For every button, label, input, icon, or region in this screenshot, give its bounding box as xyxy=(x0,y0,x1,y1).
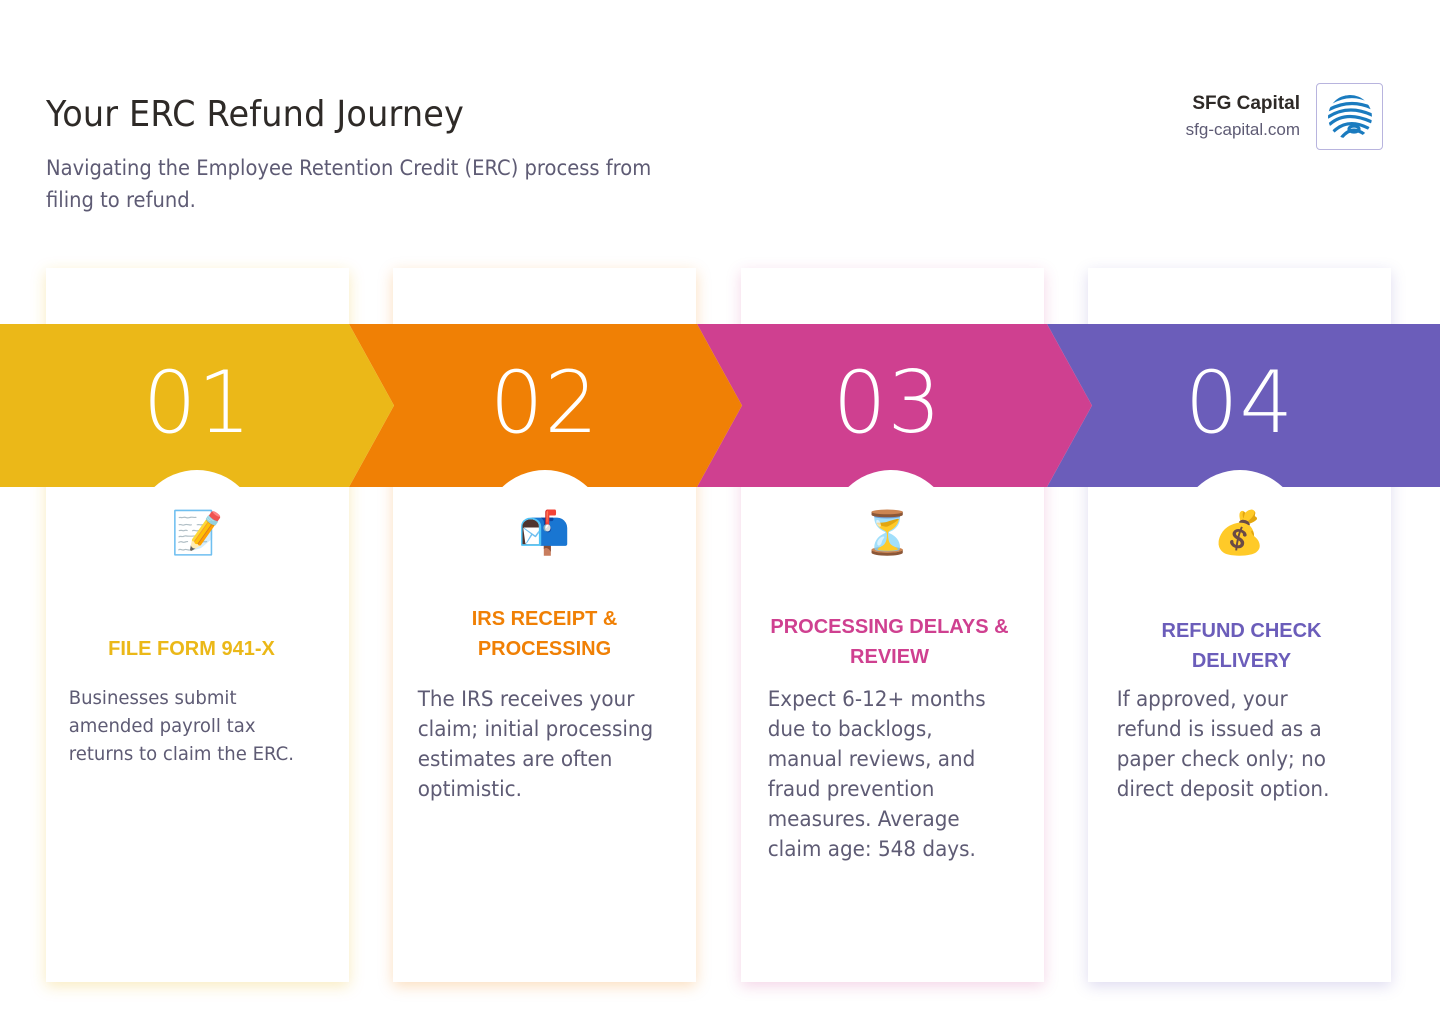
chevron-segment-2 xyxy=(349,324,742,487)
mailbox-icon: 📬 xyxy=(518,508,571,557)
brand-url[interactable]: sfg-capital.com xyxy=(1185,120,1300,139)
step-number-3: 03 xyxy=(832,353,943,453)
page-title: Your ERC Refund Journey xyxy=(46,94,465,135)
step-banner xyxy=(0,324,1440,487)
chevron-segment-3 xyxy=(697,324,1092,487)
chevron-segment-4 xyxy=(1047,324,1440,487)
step-description-3: Expect 6-12+ months due to backlogs, man… xyxy=(767,687,986,861)
step-description-4: If approved, your refund is issued as a … xyxy=(1116,687,1330,801)
step-description-2: The IRS receives your claim; initial pro… xyxy=(417,687,654,801)
brand-name: SFG Capital xyxy=(1192,93,1300,114)
step-number-1: 01 xyxy=(142,353,253,453)
step-title-4: REFUND CHECK DELIVERY xyxy=(1161,620,1322,672)
step-number-4: 04 xyxy=(1184,353,1295,453)
step-title-3: PROCESSING DELAYS & REVIEW xyxy=(770,616,1009,668)
step-title-2: IRS RECEIPT & PROCESSING xyxy=(471,608,618,660)
striped-globe-icon xyxy=(1327,94,1372,139)
step-description-1: Businesses submit amended payroll tax re… xyxy=(68,687,294,765)
brand-block: SFG Capital sfg-capital.com xyxy=(1186,91,1300,143)
brand-logo xyxy=(1316,83,1383,150)
page-subtitle: Navigating the Employee Retention Credit… xyxy=(46,156,652,212)
step-title-1: FILE FORM 941-X xyxy=(108,638,275,660)
hourglass-icon: ⏳ xyxy=(861,508,914,557)
chevron-segment-1 xyxy=(0,324,394,487)
money-bag-icon: 💰 xyxy=(1213,508,1266,557)
memo-pencil-icon: 📝 xyxy=(171,508,224,557)
step-number-2: 02 xyxy=(489,353,600,453)
